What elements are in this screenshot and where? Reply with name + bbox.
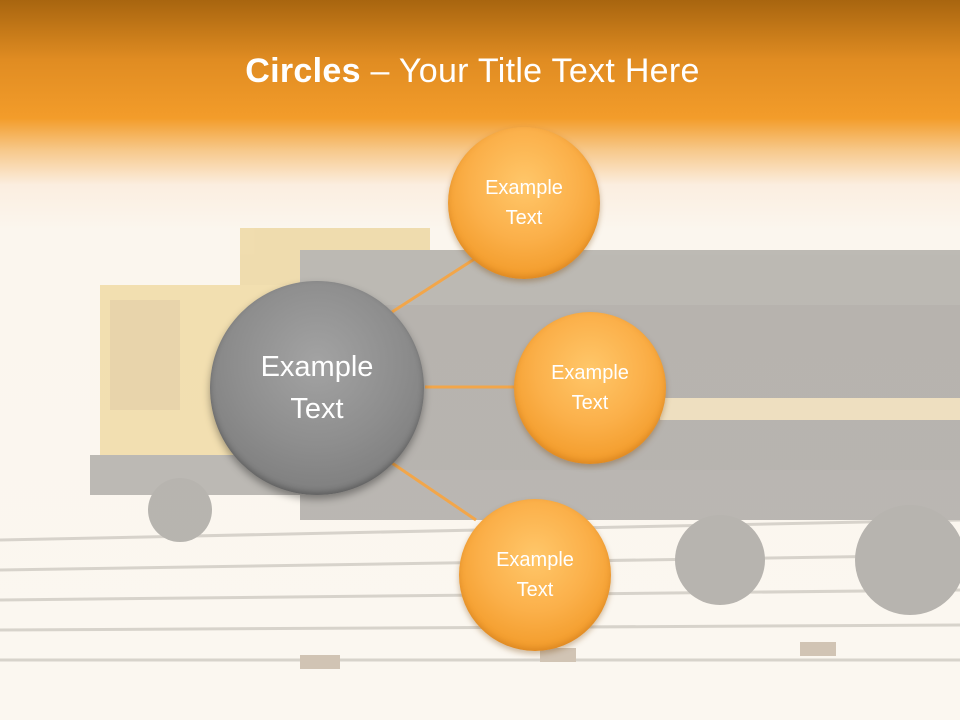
outer-circle-top-label: Example Text: [485, 177, 563, 229]
outer-circle-bottom-label: Example Text: [496, 549, 574, 601]
title-rest: – Your Title Text Here: [360, 52, 700, 90]
connector-bottom: [391, 461, 477, 522]
outer-circle-middle-label: Example Text: [551, 362, 629, 414]
connector-top: [391, 256, 477, 314]
slide-title: Circles – Your Title Text Here: [0, 52, 945, 91]
outer-circle-middle[interactable]: Example Text: [514, 312, 666, 464]
center-circle-label: Example Text: [260, 350, 374, 425]
outer-circle-top[interactable]: Example Text: [448, 127, 600, 279]
title-bold: Circles: [245, 52, 361, 90]
center-circle[interactable]: Example Text: [210, 281, 424, 495]
outer-circle-bottom[interactable]: Example Text: [459, 499, 611, 651]
